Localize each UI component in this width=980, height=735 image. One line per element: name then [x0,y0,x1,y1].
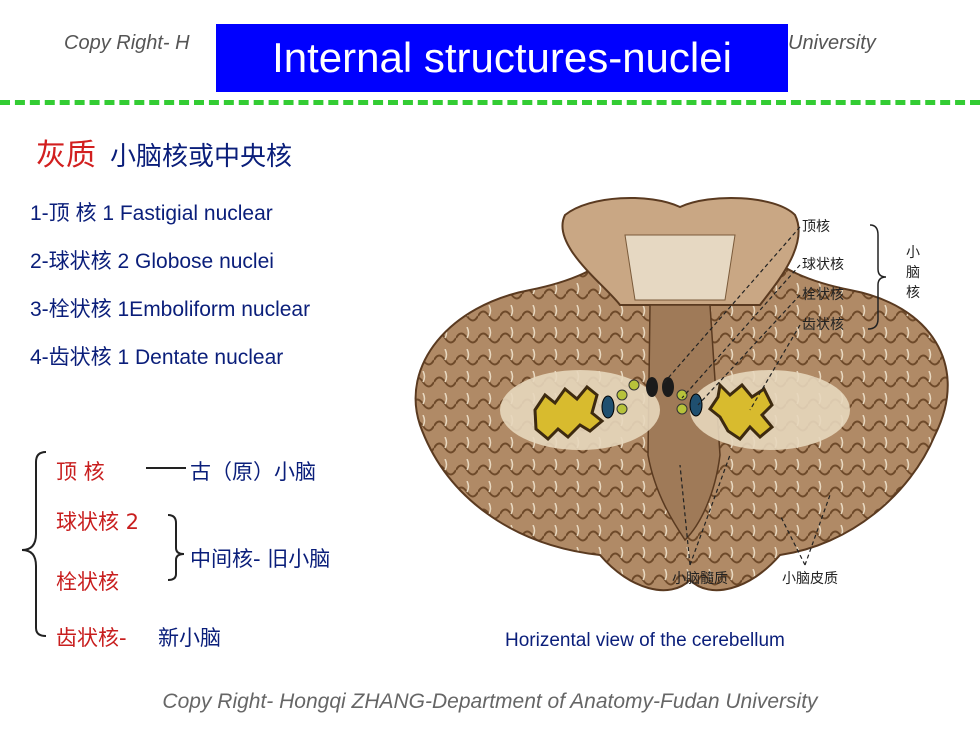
label-emboliform: 栓状核 [802,287,844,303]
globose-nucleus [616,389,628,401]
dashed-divider [0,100,980,105]
label-dentate: 齿状核 [802,317,844,333]
leader-line [689,454,731,566]
label-fastigial: 顶核 [802,219,830,235]
label-medulla: 小脑髓质 [672,571,728,587]
copyright-header: Copy Right- H University [64,32,924,55]
leader-line [779,514,806,566]
fastigial-nucleus-left [646,377,658,397]
class-intermediate-desc: 中间核- 旧小脑 [190,547,331,571]
section-heading: 灰质小脑核或中央核 [36,130,292,174]
figure-caption: Horizental view of the cerebellum [505,630,785,651]
leader-line [681,264,801,399]
classification-brackets [21,451,185,637]
globose-nucleus [676,389,688,401]
copyright-left: Copy Right- H [64,32,190,54]
leader-line [679,464,691,566]
heading-sub: 小脑核或中央核 [110,142,293,172]
leader-line [749,324,801,411]
copyright-right: University [788,32,876,54]
class-globose: 球状核 2 [56,510,140,534]
vermis [647,304,721,542]
label-cortex: 小脑皮质 [782,571,838,587]
figure-bracket [867,224,887,330]
globose-nucleus [628,379,640,391]
globose-nucleus [616,403,628,415]
heading-main: 灰质 [36,138,96,173]
svg-text:核: 核 [906,285,920,301]
cerebellum-illustration: 顶核 球状核 栓状核 齿状核 小 脑 核 小脑髓质 小脑皮质 [414,196,949,592]
class-dentate: 齿状核- [56,626,127,650]
slide-title: Internal structures-nuclei [216,24,788,92]
emboliform-nucleus-right [689,393,703,417]
class-emboliform: 栓状核 [56,570,119,594]
figure-group-label: 小 脑 核 [906,245,920,301]
class-fastigial: 顶 核 [56,460,105,484]
fourth-ventricle [624,234,736,301]
list-item: 1-顶 核 1 Fastigial nuclear [30,202,273,225]
fastigial-nucleus-right [662,377,674,397]
leader-line [804,494,831,566]
copyright-footer: Copy Right- Hongqi ZHANG-Department of A… [162,690,818,713]
list-item: 2-球状核 2 Globose nuclei [30,250,274,273]
class-fastigial-desc: 古（原）小脑 [190,460,316,484]
label-globose: 球状核 [802,257,844,273]
outer-bracket [21,451,47,637]
inner-bracket [167,514,185,581]
list-item: 4-齿状核 1 Dentate nuclear [30,346,284,369]
svg-text:小: 小 [906,245,920,261]
nuclei-list: 1-顶 核 1 Fastigial nuclear 2-球状核 2 Globos… [30,202,310,394]
dentate-nucleus-left [533,384,605,442]
svg-text:脑: 脑 [906,265,920,281]
list-item: 3-栓状核 1Emboliform nuclear [30,298,311,321]
globose-nucleus [676,403,688,415]
class-dentate-desc: 新小脑 [158,626,221,650]
emboliform-nucleus-left [601,395,615,419]
dash-line [146,467,186,469]
